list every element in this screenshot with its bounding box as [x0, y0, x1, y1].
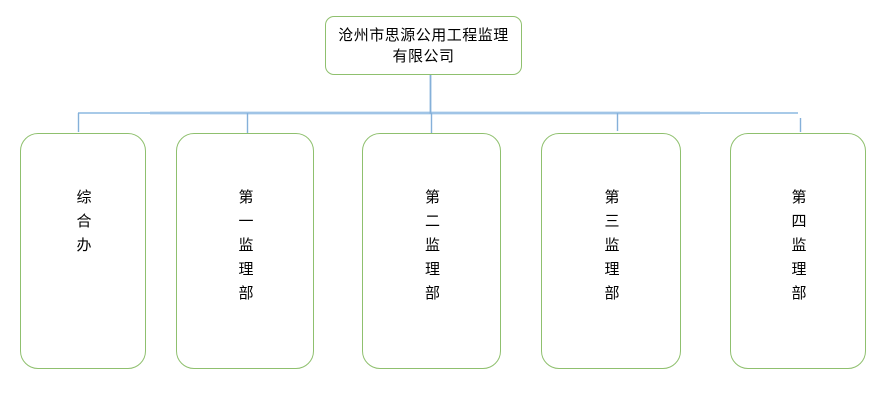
dept-node-supervision-1: 第一监理部	[176, 133, 314, 369]
dept-node-label: 第一监理部	[236, 189, 254, 309]
root-node: 沧州市思源公用工程监理 有限公司	[325, 16, 522, 75]
dept-node-label: 综合办	[74, 189, 92, 261]
dept-node-supervision-4: 第四监理部	[730, 133, 866, 369]
dept-node-label: 第四监理部	[789, 189, 807, 309]
dept-node-supervision-3: 第三监理部	[541, 133, 681, 369]
dept-node-label: 第三监理部	[602, 189, 620, 309]
root-node-label-line2: 有限公司	[392, 47, 455, 65]
dept-node-supervision-2: 第二监理部	[362, 133, 501, 369]
root-node-label-line1: 沧州市思源公用工程监理	[338, 26, 509, 44]
dept-node-general-office: 综合办	[20, 133, 146, 369]
dept-node-label: 第二监理部	[423, 189, 440, 309]
